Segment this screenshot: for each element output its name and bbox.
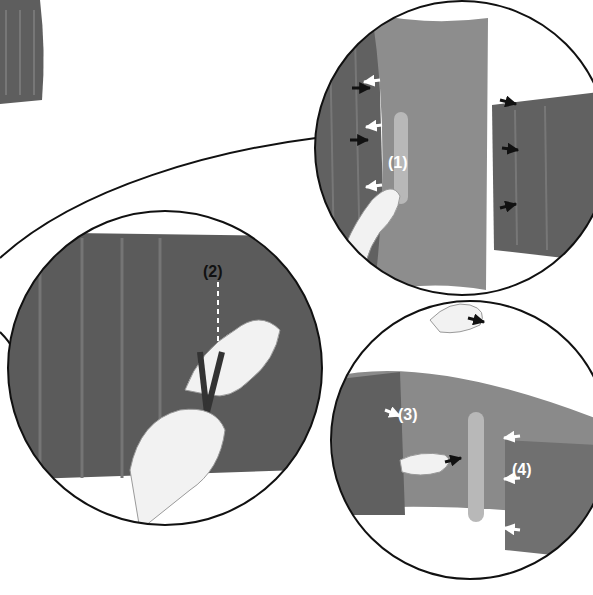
detail-circle bbox=[315, 1, 593, 295]
callout-number: (3) bbox=[398, 407, 418, 423]
detail-circle bbox=[331, 301, 593, 579]
step-2-view bbox=[0, 200, 330, 540]
callout-number: (2) bbox=[203, 264, 223, 280]
callout-number: (1) bbox=[388, 155, 408, 171]
belt-fragment bbox=[0, 0, 44, 104]
step-1-view bbox=[300, 0, 593, 300]
step-3-view bbox=[320, 290, 593, 590]
detail-circle bbox=[8, 211, 322, 525]
callout-number: (4) bbox=[512, 462, 532, 478]
